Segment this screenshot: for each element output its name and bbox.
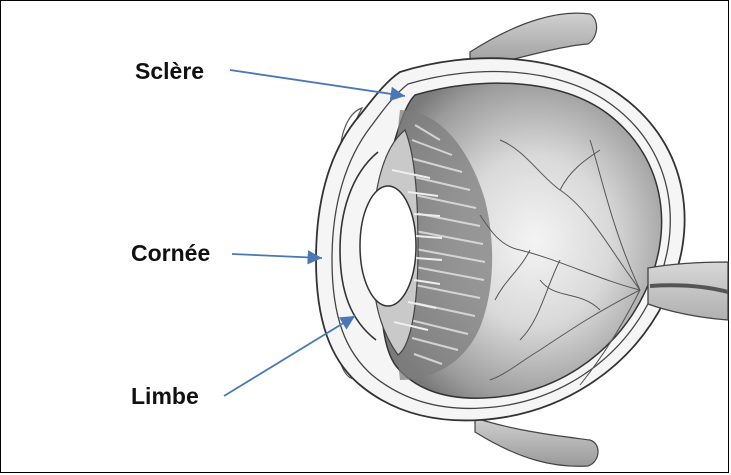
lens xyxy=(360,186,416,306)
label-cornee: Cornée xyxy=(131,242,210,265)
lower-muscle xyxy=(475,418,598,466)
label-sclere: Sclère xyxy=(135,60,204,83)
arrow-cornee xyxy=(232,254,322,258)
label-limbe: Limbe xyxy=(131,385,199,408)
arrow-sclere xyxy=(230,70,405,96)
